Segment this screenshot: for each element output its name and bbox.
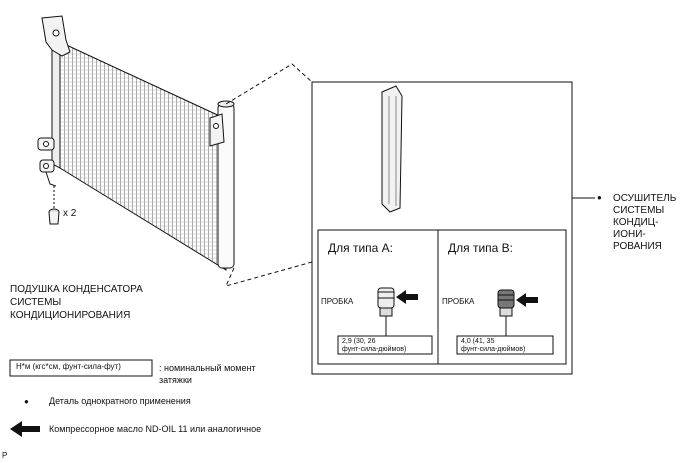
type-b-title: Для типа B: (448, 241, 514, 255)
legend-torque-box (9, 359, 153, 377)
torque-a-value: 2,9 (30, 26 фунт-сила-дюймов) (342, 338, 407, 353)
legend-torque-text: Н*м (кгс*см, фунт-сила-фут) (16, 362, 121, 371)
dryer-bullet: ● (597, 193, 602, 202)
dryer-label: ОСУШИТЕЛЬ СИСТЕМЫ КОНДИЦ- ИОНИ- РОВАНИЯ (613, 193, 677, 252)
oil-arrow-b-icon (516, 293, 538, 307)
plug-a-label: ПРОБКА (321, 297, 354, 306)
oil-arrow-a-icon (396, 290, 418, 304)
plug-b-label: ПРОБКА (442, 297, 475, 306)
condenser-side-pipes (37, 137, 57, 187)
plug-a-icon (377, 287, 395, 338)
condenser-core (51, 39, 227, 271)
type-b-box (437, 229, 567, 365)
legend-torque-desc: : номинальный момент затяжки (159, 363, 256, 385)
detail-frame (311, 81, 573, 375)
cushion-label: ПОДУШКА КОНДЕНСАТОРА СИСТЕМЫ КОНДИЦИОНИР… (10, 284, 143, 321)
plug-b-icon (497, 289, 515, 338)
torque-b-box (456, 335, 554, 355)
corner-mark: P (2, 451, 8, 460)
legend-bullet: ● (24, 397, 29, 406)
legend-oil-text: Компрессорное масло ND-OIL 11 или аналог… (49, 424, 262, 434)
guide-lines (225, 63, 313, 287)
torque-a-box (337, 335, 433, 355)
legend-non-reusable-text: Деталь однократного применения (49, 396, 191, 406)
legend-oil-arrow-icon (10, 421, 40, 437)
condenser-top-bracket (41, 15, 71, 57)
type-a-title: Для типа A: (328, 241, 394, 255)
torque-b-value: 4,0 (41, 35 фунт-сила-дюймов) (461, 338, 526, 353)
cushion-icon (48, 186, 60, 225)
dryer-icon (381, 85, 403, 213)
cushion-quantity: x 2 (63, 208, 77, 219)
